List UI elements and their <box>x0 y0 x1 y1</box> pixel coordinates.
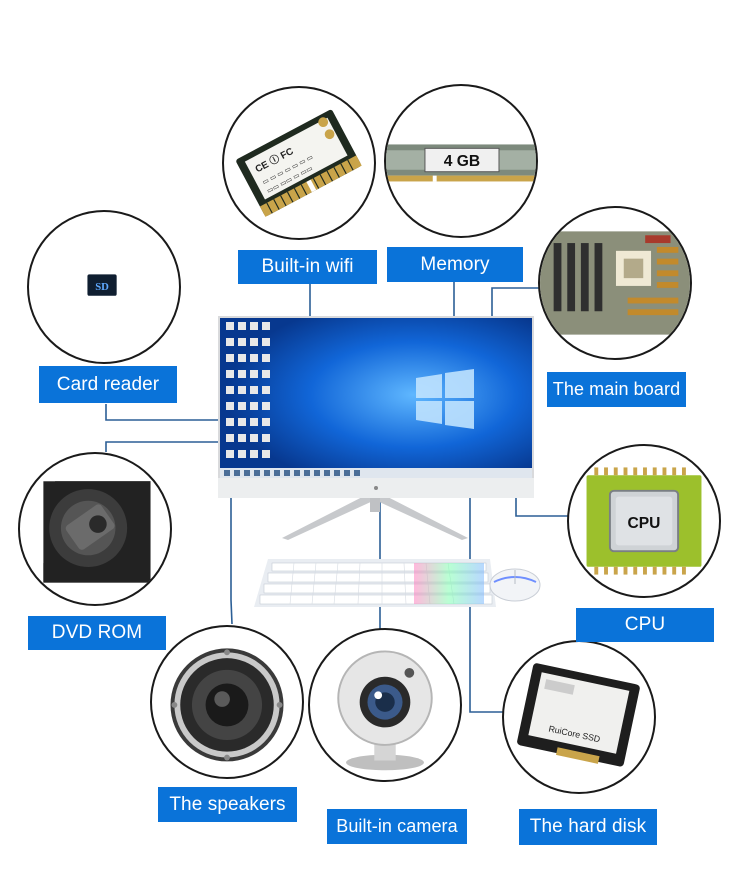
hard-disk-circle: RuiCore SSD <box>502 640 656 794</box>
speaker-icon <box>170 648 284 762</box>
cpu-circle: CPU <box>567 444 721 598</box>
sd-card-icon: SD <box>87 274 117 296</box>
dvd-drive-icon <box>43 481 151 583</box>
ssd-icon: RuiCore SSD <box>517 663 640 767</box>
wifi-card-circle: CE ⓘ FC ▭ ▭ ▭ ▭ ▭ ▭ ▭ ▭▭ ▭▭ ▭ ▭▭ <box>222 86 376 240</box>
label-speakers: The speakers <box>158 787 297 822</box>
label-dvd-rom: DVD ROM <box>28 616 166 650</box>
cpu-mark-text: CPU <box>628 515 661 532</box>
main-board-circle <box>538 206 692 360</box>
monitor-stand <box>282 492 468 542</box>
desktop-icons <box>226 322 270 458</box>
taskbar <box>220 468 532 478</box>
motherboard-icon <box>540 231 690 335</box>
webcam-icon <box>337 650 433 771</box>
mouse <box>488 566 542 604</box>
speakers-circle <box>150 625 304 779</box>
cpu-chip-icon: CPU <box>586 467 702 575</box>
label-memory: Memory <box>387 247 523 282</box>
memory-size-text: 4 GB <box>444 153 480 170</box>
label-built-in-wifi: Built-in wifi <box>238 250 377 284</box>
camera-circle <box>308 628 462 782</box>
monitor <box>218 316 534 498</box>
label-card-reader: Card reader <box>39 366 177 403</box>
card-reader-circle: SD <box>27 210 181 364</box>
dvd-rom-circle <box>18 452 172 606</box>
label-cpu: CPU <box>576 608 714 642</box>
memory-circle: 4 GB <box>384 84 538 238</box>
label-built-in-camera: Built-in camera <box>327 809 467 844</box>
sd-mark-text: SD <box>95 281 109 293</box>
windows-logo <box>416 369 474 429</box>
keyboard <box>254 557 496 609</box>
wifi-card-icon: CE ⓘ FC ▭ ▭ ▭ ▭ ▭ ▭ ▭ ▭▭ ▭▭ ▭ ▭▭ <box>236 109 362 217</box>
label-hard-disk: The hard disk <box>519 809 657 845</box>
memory-stick-icon: 4 GB <box>386 144 536 182</box>
label-main-board: The main board <box>547 372 686 407</box>
